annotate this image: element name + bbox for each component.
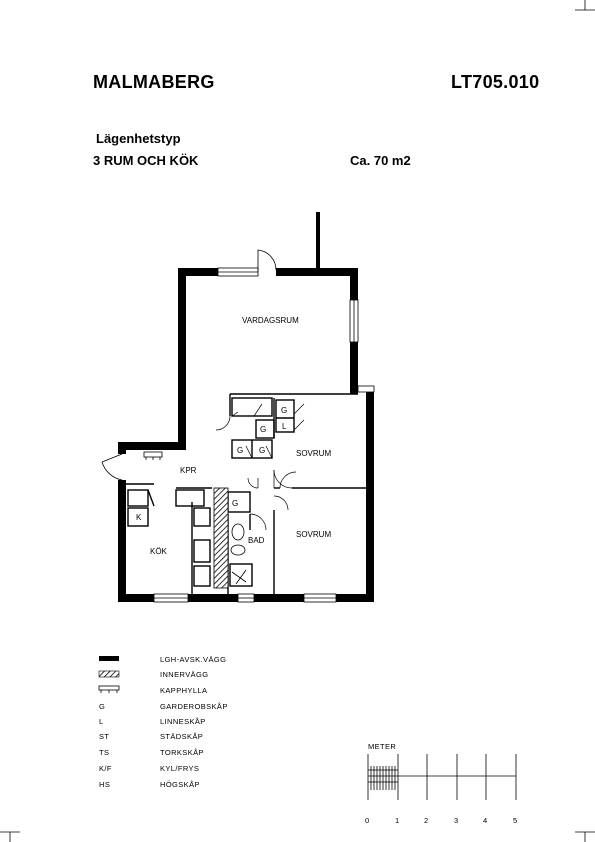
room-label-living: VARDAGSRUM xyxy=(242,316,299,325)
room-label-bedroom-1: SOVRUM xyxy=(296,449,331,458)
legend-label-7: KYL/FRYS xyxy=(160,764,199,773)
scale-tick-4: 4 xyxy=(483,816,488,825)
legend-label-1: INNERVÄGG xyxy=(160,670,208,679)
interior-doors xyxy=(215,403,305,531)
legend-code-3: G xyxy=(99,702,105,711)
closet-label-g: G xyxy=(281,406,287,415)
closet-label-g: G xyxy=(237,446,243,455)
scale-tick-3: 3 xyxy=(454,816,459,825)
scale-title: METER xyxy=(368,742,396,751)
legend-label-2: KAPPHYLLA xyxy=(160,686,207,695)
closet-label-g: G xyxy=(260,425,266,434)
interior-walls xyxy=(126,393,370,596)
legend-code-8: HS xyxy=(99,780,110,789)
closet-label-kf: K xyxy=(136,513,142,522)
legend-code-7: K/F xyxy=(99,764,112,773)
room-label-kitchen: KÖK xyxy=(150,547,168,556)
apartment-type-value: 3 RUM OCH KÖK xyxy=(93,153,199,168)
drawing-code: LT705.010 xyxy=(451,72,540,92)
shaft-hatch xyxy=(213,487,229,589)
closet-label-l: L xyxy=(282,422,287,431)
scale-tick-1: 1 xyxy=(395,816,400,825)
coat-rack xyxy=(143,451,163,460)
closet-label-g: G xyxy=(259,446,265,455)
legend-code-6: TS xyxy=(99,748,109,757)
legend-label-3: GARDEROBSKÅP xyxy=(160,702,228,711)
project-title: MALMABERG xyxy=(93,72,215,92)
room-label-hall: KPR xyxy=(180,466,197,475)
legend-code-4: L xyxy=(99,717,104,726)
balcony-door xyxy=(257,249,277,272)
scale-bar xyxy=(367,754,517,800)
scale-tick-2: 2 xyxy=(424,816,429,825)
legend-label-5: STÄDSKÅP xyxy=(160,732,203,741)
windows xyxy=(153,267,375,603)
closet-label-g: G xyxy=(232,499,238,508)
apartment-type-label: Lägenhetstyp xyxy=(96,131,181,146)
entrance-door xyxy=(101,453,123,481)
legend-label-8: HÖGSKÅP xyxy=(160,780,200,789)
legend-label-4: LINNESKÅP xyxy=(160,717,206,726)
legend-code-5: ST xyxy=(99,732,109,741)
legend-label-6: TORKSKÅP xyxy=(160,748,204,757)
exterior-walls xyxy=(118,212,374,602)
bath-fixtures xyxy=(230,523,247,585)
room-label-bath: BAD xyxy=(248,536,265,545)
room-label-bedroom-2: SOVRUM xyxy=(296,530,331,539)
scale-tick-5: 5 xyxy=(513,816,518,825)
apartment-area: Ca. 70 m2 xyxy=(350,153,411,168)
legend-label-0: LGH-AVSK.VÄGG xyxy=(160,655,226,664)
scale-tick-0: 0 xyxy=(365,816,370,825)
legend-symbols xyxy=(98,656,120,693)
